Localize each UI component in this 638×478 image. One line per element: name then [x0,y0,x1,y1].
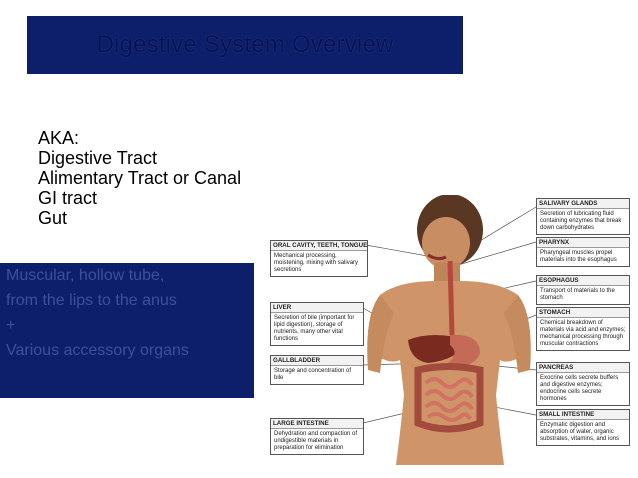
aka-name: Gut [38,208,68,228]
slide-title: Digestive System Overview [96,31,394,58]
left-arm [367,295,394,373]
head [422,217,470,269]
large-intestine [414,363,484,433]
callout-esophagus: ESOPHAGUS Transport of materials to the … [536,275,630,305]
aka-name: Digestive Tract [38,148,158,168]
small-intestine [424,377,474,422]
aka-label: AKA: [38,128,80,148]
callout-liver: LIVER Secretion of bile (important for l… [270,302,364,346]
title-banner: Digestive System Overview [27,16,463,74]
callout-gallbladder: GALLBLADDER Storage and concentration of… [270,355,364,385]
note-line: Muscular, hollow tube, [6,267,165,284]
neck [434,263,460,285]
stomach [448,334,480,366]
aka-name: Alimentary Tract or Canal [38,168,242,188]
aka-list: AKA: Digestive Tract Alimentary Tract or… [38,128,241,228]
esophagus [447,260,455,336]
body-illustration [362,195,537,465]
callout-oral-cavity: ORAL CAVITY, TEETH, TONGUE Mechanical pr… [270,240,368,277]
callout-large-intestine: LARGE INTESTINE Dehydration and compacti… [270,418,364,455]
digestive-system-figure: ORAL CAVITY, TEETH, TONGUE Mechanical pr… [268,195,630,465]
mouth [427,253,447,261]
torso [376,281,524,465]
right-arm [504,295,531,373]
callout-pharynx: PHARYNX Pharyngeal muscles propel materi… [536,237,630,267]
note-line: from the lips to the anus [6,292,177,309]
note-box: Muscular, hollow tube, from the lips to … [0,263,254,398]
note-line: + [6,317,16,334]
callout-pancreas: PANCREAS Exocrine cells secrete buffers … [536,362,630,406]
callout-small-intestine: SMALL INTESTINE Enzymatic digestion and … [536,409,630,446]
callout-salivary-glands: SALIVARY GLANDS Secretion of lubricating… [536,198,630,235]
callout-stomach: STOMACH Chemical breakdown of materials … [536,307,630,351]
aka-name: GI tract [38,188,98,208]
note-line: Various accessory organs [6,342,189,359]
